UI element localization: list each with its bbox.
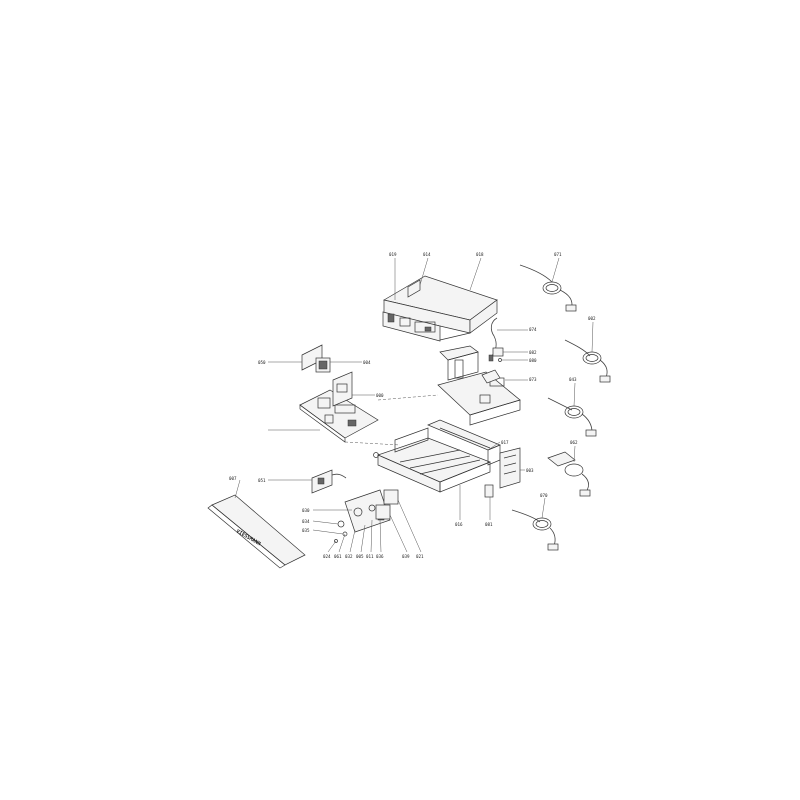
- label-016: 016: [455, 522, 463, 527]
- transformer-050: [301, 344, 331, 373]
- label-070: 070: [540, 493, 548, 498]
- label-019: 019: [389, 252, 397, 257]
- screw-080: [498, 358, 502, 362]
- sensor-cable-043: [547, 397, 597, 437]
- label-000: 000: [376, 393, 384, 398]
- label-036: 036: [376, 554, 384, 559]
- label-074: 074: [529, 327, 537, 332]
- sensor-cable-002: [564, 339, 611, 383]
- label-034: 034: [302, 519, 310, 524]
- connector-051: [311, 469, 347, 494]
- label-030: 030: [302, 508, 310, 513]
- label-014: 014: [423, 252, 431, 257]
- label-035: 035: [302, 528, 310, 533]
- housing-cover: [383, 275, 498, 341]
- sensor-cable-071: [519, 264, 577, 312]
- label-039: 039: [402, 554, 410, 559]
- terminal-block-003: [499, 447, 521, 489]
- front-cover: VIESSMANN: [207, 494, 306, 569]
- control-panel-fascia: [382, 311, 441, 342]
- label-017: 017: [501, 440, 509, 445]
- connector-074: [488, 354, 494, 362]
- part-labels: 019 014 018 071 002 074 082 080 073 043 …: [229, 252, 596, 559]
- label-003: 003: [526, 468, 534, 473]
- label-081: 081: [485, 522, 493, 527]
- sensor-cable-070: [511, 509, 559, 551]
- label-002: 002: [588, 316, 596, 321]
- label-007: 007: [229, 476, 237, 481]
- label-018: 018: [476, 252, 484, 257]
- label-082: 082: [529, 350, 537, 355]
- label-073: 073: [529, 377, 537, 382]
- label-050: 050: [258, 360, 266, 365]
- label-011: 011: [366, 554, 374, 559]
- module-039: [375, 489, 399, 520]
- label-021: 021: [416, 554, 424, 559]
- label-080: 080: [529, 358, 537, 363]
- label-051: 051: [258, 478, 266, 483]
- label-024: 024: [323, 554, 331, 559]
- relay-082: [492, 347, 504, 357]
- label-005: 005: [356, 554, 364, 559]
- mounting-bracket-073: [437, 345, 521, 426]
- main-pcb: [299, 389, 379, 443]
- leader-lines: [234, 257, 594, 553]
- label-004: 004: [363, 360, 371, 365]
- fuse-holder-081: [484, 484, 494, 498]
- label-061: 061: [334, 554, 342, 559]
- label-032: 032: [345, 554, 353, 559]
- base-frame: [373, 427, 491, 493]
- pcb-upright-004: [332, 371, 353, 407]
- sensor-062: [547, 451, 591, 497]
- label-071: 071: [554, 252, 562, 257]
- label-062: 062: [570, 440, 578, 445]
- label-043: 043: [569, 377, 577, 382]
